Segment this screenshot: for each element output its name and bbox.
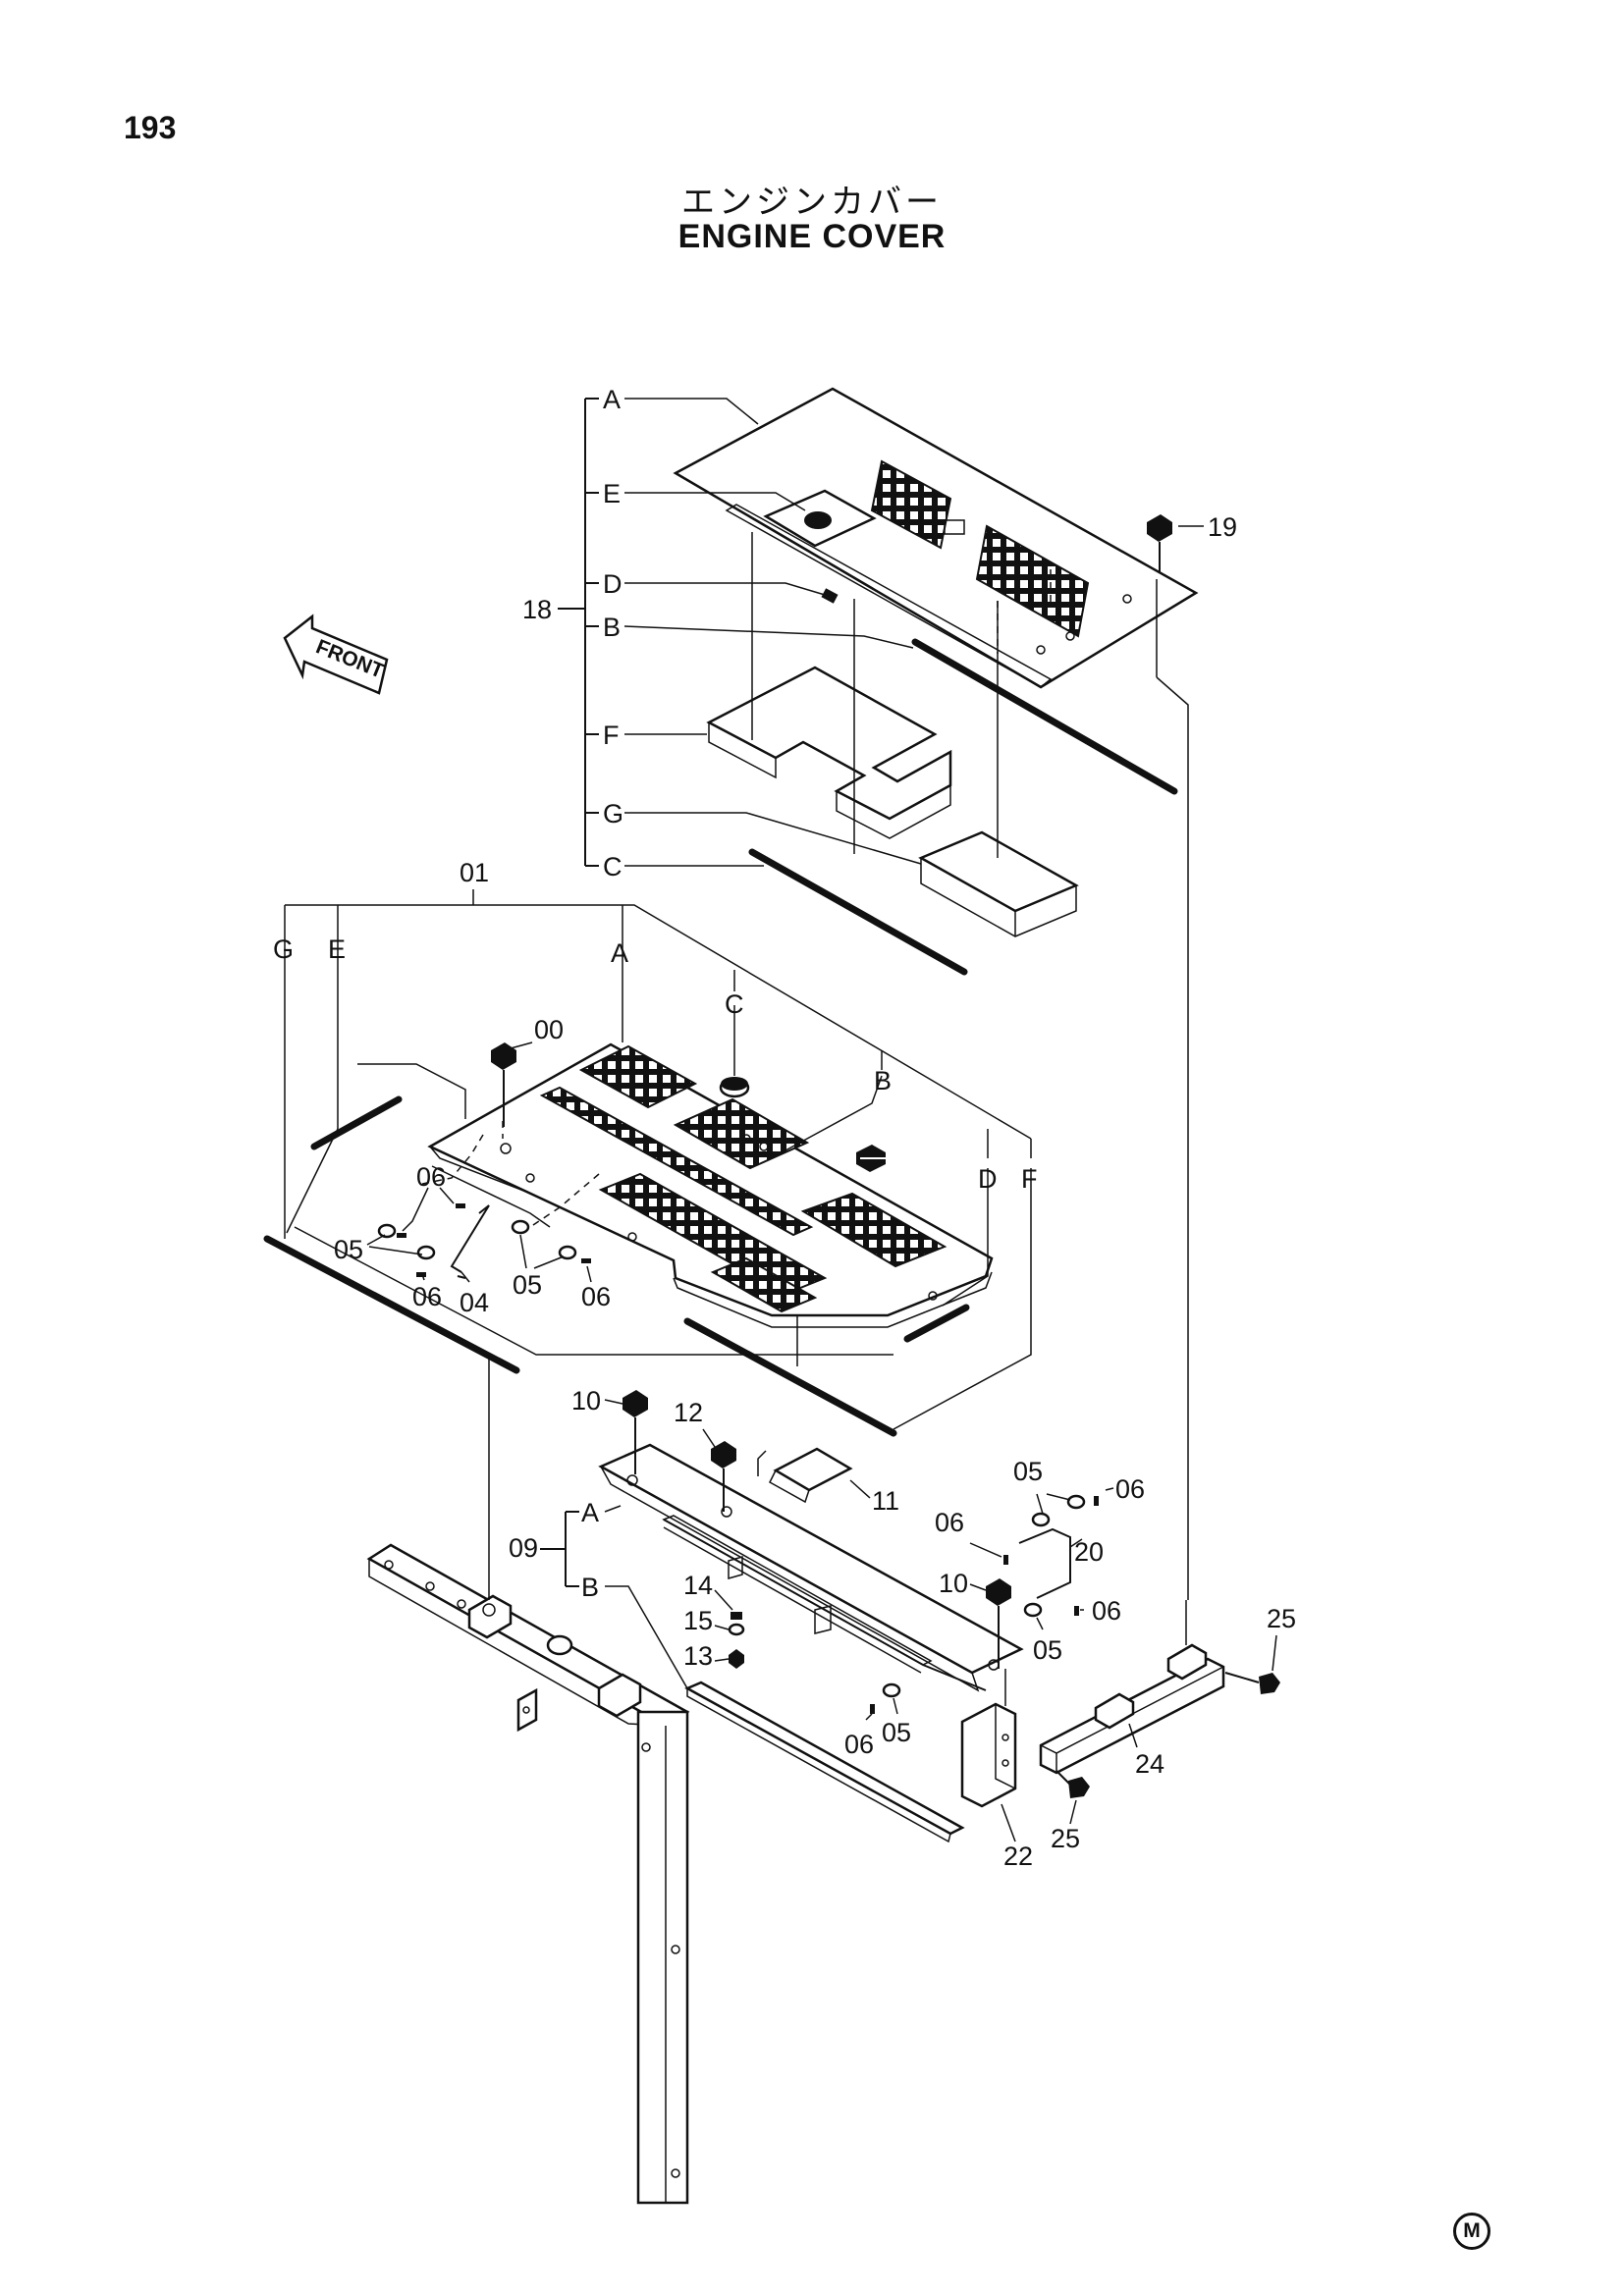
main-cover-leader-lines <box>284 933 1032 1430</box>
callout-20: 20 <box>1074 1537 1104 1567</box>
bolt-19-icon <box>1147 514 1172 573</box>
callout-18-b: B <box>603 613 621 642</box>
callout-05-c: 05 <box>1013 1457 1043 1486</box>
bolts-10-12-icon <box>623 1390 1011 1669</box>
manufacturer-mark: M <box>1453 2213 1490 2250</box>
bracket-18 <box>558 398 1204 867</box>
callout-09-a: A <box>581 1498 599 1527</box>
hinge-bracket-11 <box>757 1447 853 1504</box>
main-cover-seal-strips <box>263 1095 970 1437</box>
callout-01-b: B <box>874 1066 892 1095</box>
main-cover-clip <box>856 1145 886 1172</box>
callout-01: 01 <box>460 858 489 887</box>
callout-00: 00 <box>534 1015 564 1044</box>
bolts-25-icon <box>1056 1672 1280 1798</box>
page-number: 193 <box>124 110 177 145</box>
callout-06-g: 06 <box>844 1730 874 1759</box>
bracket-01 <box>284 889 1032 1158</box>
main-cover-side-flange <box>429 1146 551 1228</box>
callout-18-f: F <box>603 721 620 750</box>
callout-06-e: 06 <box>935 1508 964 1537</box>
callout-15: 15 <box>683 1606 713 1635</box>
callout-10-a: 10 <box>571 1386 601 1415</box>
right-hardware-leaders <box>865 1487 1114 1721</box>
upper-cover-leader-lines <box>751 532 1189 1600</box>
page-title: ENGINE COVER <box>677 218 947 255</box>
callout-18-e: E <box>603 479 621 508</box>
callout-05-e: 05 <box>882 1718 911 1747</box>
upper-cover-pad-g <box>918 830 1079 937</box>
callout-18-g: G <box>603 799 623 828</box>
callout-25-a: 25 <box>1267 1604 1296 1633</box>
callout-01-e: E <box>328 934 346 964</box>
callout-05-a: 05 <box>334 1235 363 1264</box>
callout-06-f: 06 <box>1092 1596 1121 1626</box>
callout-18-d: D <box>603 569 623 599</box>
callout-06-d: 06 <box>1115 1474 1145 1504</box>
callout-05-b: 05 <box>513 1270 542 1300</box>
callout-19: 19 <box>1208 512 1237 542</box>
callout-06-c: 06 <box>581 1282 611 1311</box>
callout-01-c: C <box>725 989 744 1019</box>
callout-24: 24 <box>1135 1749 1164 1779</box>
callout-25-b: 25 <box>1051 1824 1080 1853</box>
bracket-22 <box>960 1669 1017 1808</box>
upper-cover-seal-strips <box>748 588 1178 976</box>
support-beam-09b <box>684 1681 965 1843</box>
callout-14: 14 <box>683 1571 713 1600</box>
hardware-leaders <box>366 1187 592 1283</box>
bolts-13-15-icon <box>728 1612 745 1669</box>
support-beam-09a <box>598 1443 1024 1692</box>
callout-11: 11 <box>872 1486 899 1516</box>
callout-12: 12 <box>674 1398 703 1427</box>
lock-rod-20 <box>1018 1527 1071 1599</box>
bolt-00-icon <box>491 1042 516 1127</box>
callout-05-d: 05 <box>1033 1635 1062 1665</box>
callout-01-f: F <box>1021 1164 1038 1194</box>
right-washers <box>870 1494 1099 1714</box>
callout-01-g: G <box>273 934 294 964</box>
main-cover-grommet <box>719 1077 750 1098</box>
callout-09-b: B <box>581 1573 599 1602</box>
callout-22: 22 <box>1003 1842 1033 1871</box>
page-title-japanese: エンジンカバー <box>681 183 943 222</box>
washers-05-06 <box>377 1203 591 1277</box>
main-cover-plate <box>427 1042 994 1328</box>
callout-18-c: C <box>603 852 623 881</box>
callout-06-a: 06 <box>416 1162 446 1192</box>
callout-13: 13 <box>683 1641 713 1671</box>
upper-cover-plate <box>673 387 1199 689</box>
callout-09: 09 <box>509 1533 538 1563</box>
callout-18-a: A <box>603 385 621 414</box>
callout-18: 18 <box>522 595 552 624</box>
lock-rod-04 <box>450 1204 490 1279</box>
front-arrow-icon: FRONT <box>283 614 389 695</box>
callout-10-b: 10 <box>939 1569 968 1598</box>
upper-cover-pad-f <box>706 666 952 839</box>
callout-01-a: A <box>611 938 628 968</box>
bracket-09 <box>540 1505 688 1689</box>
rail-24 <box>1039 1600 1225 1775</box>
callout-04: 04 <box>460 1288 489 1317</box>
frame-post <box>366 1355 690 2205</box>
callout-06-b: 06 <box>412 1282 442 1311</box>
